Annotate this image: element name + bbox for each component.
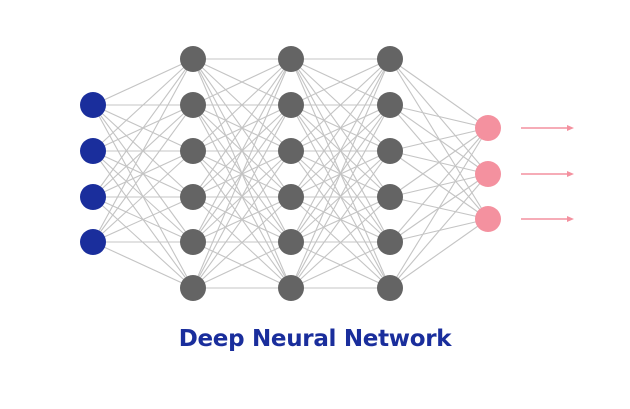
hidden-layer	[278, 46, 304, 301]
input-node	[80, 138, 106, 164]
connection-line	[389, 104, 489, 129]
hidden-node	[377, 184, 403, 210]
figure-caption: Deep Neural Network	[178, 326, 452, 352]
hidden-node	[377, 138, 403, 164]
connection-line	[192, 196, 292, 289]
hidden-node	[180, 46, 206, 72]
hidden-node	[180, 92, 206, 118]
hidden-node	[180, 138, 206, 164]
connection-line	[389, 58, 489, 129]
output-arrows	[521, 125, 574, 222]
hidden-node	[377, 92, 403, 118]
connection-line	[389, 127, 489, 289]
hidden-node	[180, 275, 206, 301]
arrow-head	[567, 125, 574, 131]
arrow-head	[567, 171, 574, 177]
arrow-right-icon	[521, 171, 574, 177]
output-layer	[475, 115, 501, 232]
connection-line	[192, 241, 292, 289]
connection-line	[192, 58, 292, 198]
hidden-layer	[377, 46, 403, 301]
connection-line	[290, 150, 391, 289]
connection-line	[92, 58, 194, 152]
connection-line	[290, 104, 391, 289]
connection-line	[290, 58, 391, 289]
connection-line	[192, 58, 292, 152]
arrow-right-icon	[521, 216, 574, 222]
arrow-right-icon	[521, 125, 574, 131]
connection-line	[389, 127, 489, 243]
hidden-node	[377, 46, 403, 72]
connection-line	[92, 241, 194, 289]
connection-line	[192, 104, 292, 289]
connection-line	[192, 58, 292, 289]
input-node	[80, 184, 106, 210]
hidden-node	[278, 138, 304, 164]
connection-line	[92, 104, 194, 243]
hidden-node	[180, 229, 206, 255]
connection-line	[389, 127, 489, 152]
hidden-node	[377, 229, 403, 255]
connection-line	[389, 218, 489, 289]
connection-line	[192, 58, 292, 106]
hidden-node	[377, 275, 403, 301]
hidden-node	[180, 184, 206, 210]
hidden-node	[278, 275, 304, 301]
output-node	[475, 161, 501, 187]
connection-line	[92, 196, 194, 243]
hidden-node	[278, 229, 304, 255]
connection-line	[290, 58, 391, 152]
connection-line	[92, 58, 194, 243]
connection-line	[92, 58, 194, 106]
connection-line	[192, 58, 292, 243]
input-node	[80, 229, 106, 255]
connection-line	[290, 241, 391, 289]
connection-line	[192, 150, 292, 289]
connection-line	[290, 58, 391, 243]
hidden-layer	[180, 46, 206, 301]
connection-line	[92, 58, 194, 198]
hidden-node	[278, 46, 304, 72]
output-node	[475, 115, 501, 141]
arrow-head	[567, 216, 574, 222]
connections	[92, 58, 489, 289]
input-layer	[80, 92, 106, 255]
connection-line	[389, 173, 489, 289]
hidden-node	[278, 184, 304, 210]
hidden-node	[278, 92, 304, 118]
output-node	[475, 206, 501, 232]
connection-line	[290, 58, 391, 198]
connection-line	[290, 196, 391, 289]
connection-line	[92, 150, 194, 243]
connection-line	[389, 127, 489, 198]
input-node	[80, 92, 106, 118]
connection-line	[290, 58, 391, 106]
